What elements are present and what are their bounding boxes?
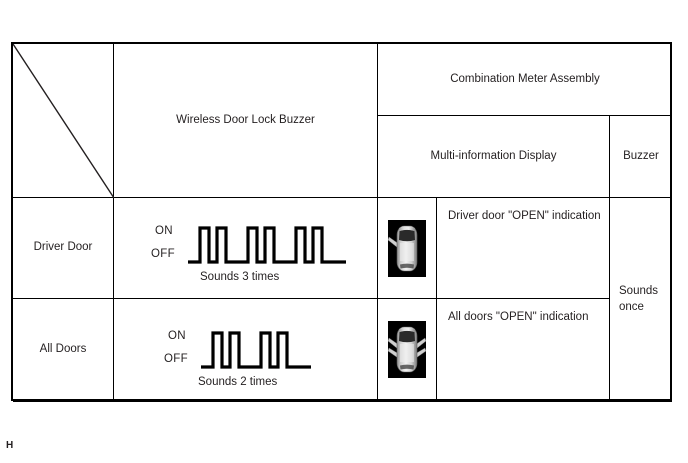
table-row: All Doors <box>13 299 114 401</box>
footer-mark: H <box>6 440 14 451</box>
waveform-caption: Sounds 2 times <box>198 376 278 388</box>
row-buzzer-label: Sounds once <box>619 284 659 313</box>
row-waveform-cell-all-doors: ON OFF Sounds 2 times <box>114 299 378 401</box>
row-display-text-cell-all-doors: All doors "OPEN" indication <box>437 299 610 401</box>
row-buzzer-cell-merged: Sounds once <box>610 198 672 401</box>
bottom-band-left <box>13 401 114 402</box>
corner-diagonal-line <box>13 44 114 198</box>
table-corner-cell <box>13 44 114 198</box>
car-top-view-all-doors-open-icon <box>388 321 426 378</box>
row-display-text-label: Driver door "OPEN" indication <box>448 210 601 222</box>
row-display-text-label: All doors "OPEN" indication <box>448 311 589 323</box>
waveform-off-label: OFF <box>164 353 188 365</box>
header-multi-information-display: Multi-information Display <box>378 116 610 198</box>
table-row: Driver Door <box>13 198 114 299</box>
row-condition-label: Driver Door <box>33 241 93 254</box>
header-combination-meter-assembly-label: Combination Meter Assembly <box>450 72 600 85</box>
door-lock-buzzer-spec-table: Wireless Door Lock Buzzer Combination Me… <box>11 42 672 402</box>
bottom-band-icon <box>378 401 437 402</box>
row-waveform-cell-driver-door: ON OFF Sounds 3 times <box>114 198 378 299</box>
header-buzzer: Buzzer <box>610 116 672 198</box>
header-wireless-door-lock-buzzer: Wireless Door Lock Buzzer <box>114 44 378 198</box>
row-display-icon-cell-driver-door <box>378 198 437 299</box>
header-wireless-door-lock-buzzer-label: Wireless Door Lock Buzzer <box>176 113 315 126</box>
waveform-trace-all-doors <box>201 331 311 369</box>
bottom-band-text <box>437 401 610 402</box>
waveform-off-label: OFF <box>151 248 175 260</box>
header-combination-meter-assembly: Combination Meter Assembly <box>378 44 672 116</box>
waveform-caption: Sounds 3 times <box>200 271 280 283</box>
bottom-band-wave <box>114 401 378 402</box>
car-top-view-driver-door-open-icon <box>388 220 426 277</box>
waveform-on-label: ON <box>168 330 186 342</box>
row-condition-label: All Doors <box>39 343 87 356</box>
header-multi-information-display-label: Multi-information Display <box>430 149 557 162</box>
header-buzzer-label: Buzzer <box>623 149 659 162</box>
buzzer-waveform-all-doors: ON OFF Sounds 2 times <box>114 299 378 401</box>
waveform-on-label: ON <box>155 225 173 237</box>
row-display-icon-cell-all-doors <box>378 299 437 401</box>
waveform-trace-driver-door <box>188 226 346 264</box>
row-display-text-cell-driver-door: Driver door "OPEN" indication <box>437 198 610 299</box>
bottom-band-buzzer <box>610 401 672 402</box>
buzzer-waveform-driver-door: ON OFF Sounds 3 times <box>114 198 378 299</box>
